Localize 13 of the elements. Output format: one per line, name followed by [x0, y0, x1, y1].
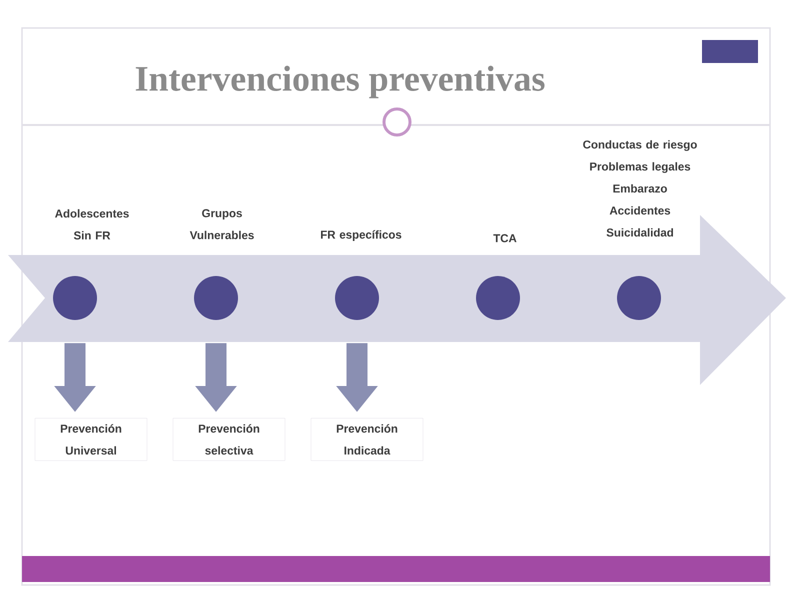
text-box: Prevención selectiva	[172, 418, 286, 461]
label-text: TCA	[493, 234, 516, 242]
label-text: Conductas de riesgo	[583, 140, 697, 151]
label-text: Suicidalidad	[606, 228, 673, 237]
label-text: Embarazo	[613, 184, 667, 193]
label-text: FR específicos	[321, 230, 402, 241]
label-text: Adolescentes Sin FR	[55, 209, 129, 240]
title: Intervenciones preventivas	[136, 66, 545, 98]
label-text: Accidentes	[610, 206, 670, 215]
label-text: Grupos Vulnerables	[190, 209, 254, 240]
text-box: Prevención Indicada	[310, 418, 424, 461]
label-text: Problemas legales	[590, 162, 690, 173]
text-box: Prevención Universal	[34, 418, 148, 461]
